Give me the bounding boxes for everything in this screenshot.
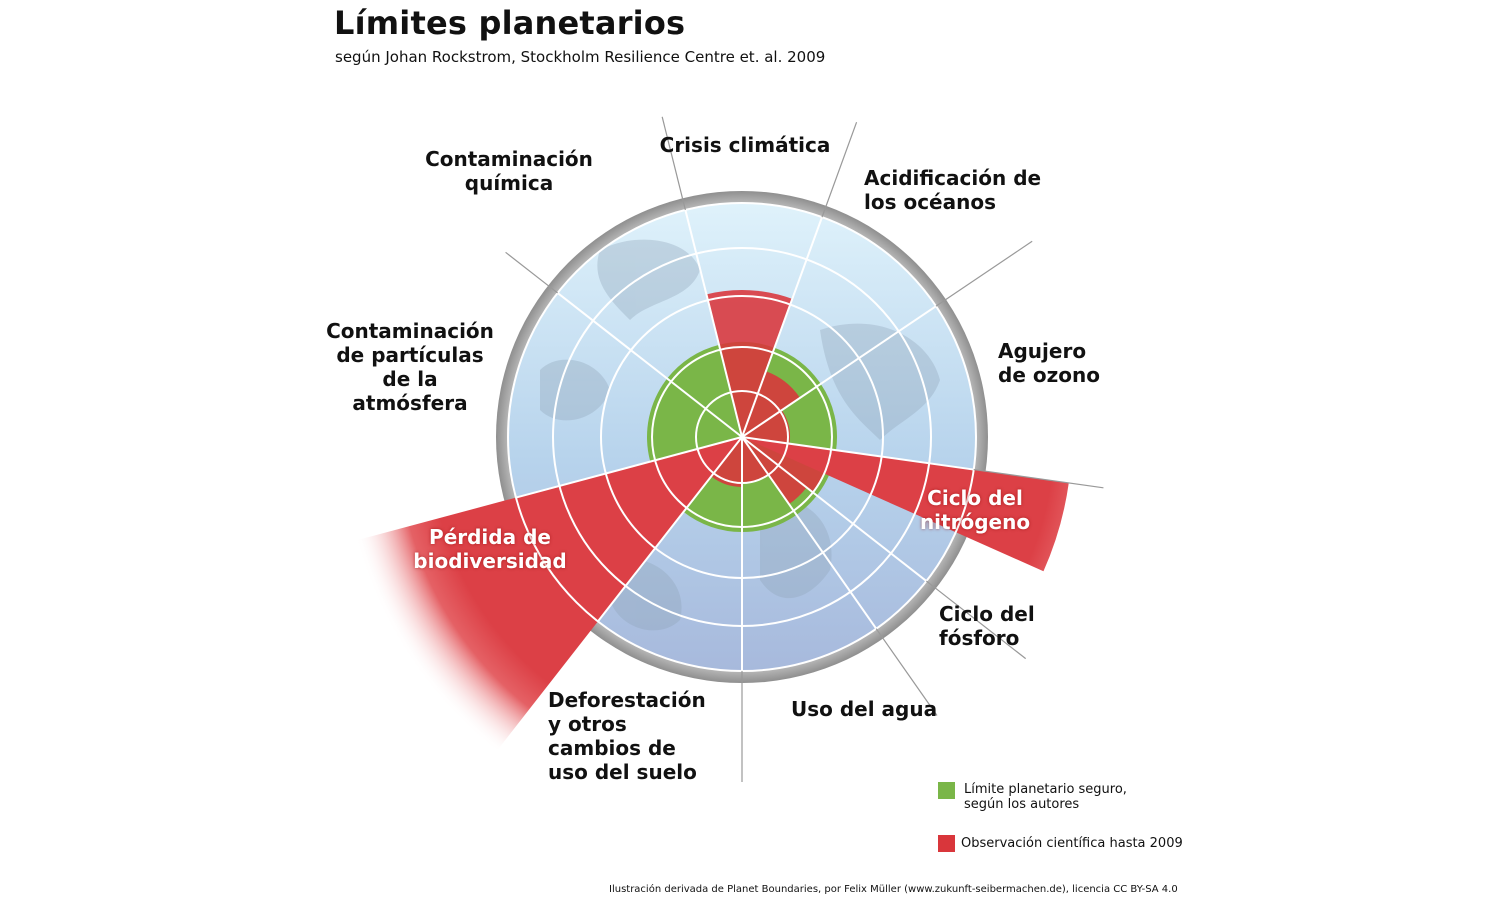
divider-inner [741, 436, 928, 582]
label-line: de partículas [336, 343, 484, 367]
legend-observed-label: Observación científica hasta 2009 [961, 836, 1183, 851]
label-uso-agua: Uso del agua [791, 697, 937, 721]
observed-wedge-nitro-overflow [742, 437, 1069, 572]
label-line: Crisis climática [659, 133, 831, 157]
divider-inner [741, 436, 878, 630]
label-ciclo-fosforo: Ciclo del fósforo [939, 602, 1035, 650]
label-line: cambios de [548, 736, 676, 760]
sector-dividers [505, 116, 1104, 782]
label-line: Pérdida de [429, 525, 551, 549]
divider-outer [875, 628, 938, 716]
legend-swatch-observed [938, 835, 955, 852]
label-crisis-climatica: Crisis climática [650, 133, 840, 157]
observed-wedge-acid [742, 371, 801, 437]
label-line: Contaminación [326, 319, 494, 343]
legend-safe-line2: según los autores [964, 797, 1080, 812]
observed-wedge-ozono [742, 410, 790, 444]
divider-outer [821, 121, 858, 218]
label-acidificacion: Acidificación de los océanos [864, 166, 1041, 214]
label-line: uso del suelo [548, 760, 697, 784]
label-contaminacion-particulas: Contaminación de partículas de la atmósf… [320, 319, 500, 415]
page-title: Límites planetarios [334, 4, 686, 42]
legend-observed: Observación científica hasta 2009 [938, 835, 1183, 852]
divider-inner [597, 436, 743, 623]
label-line: Ciclo del [939, 602, 1035, 626]
divider-outer [935, 240, 1033, 307]
divider-outer [661, 116, 686, 211]
credit-line: Ilustración derivada de Planet Boundarie… [609, 884, 1178, 895]
legend-swatch-safe [938, 782, 955, 799]
label-perdida-biodiversidad: Pérdida de biodiversidad [400, 525, 580, 573]
label-line: biodiversidad [413, 549, 567, 573]
label-line: Deforestación [548, 688, 706, 712]
label-line: nitrógeno [919, 510, 1031, 534]
observed-wedge-bio [355, 437, 742, 753]
label-line: Agujero [998, 339, 1087, 363]
label-line: fósforo [939, 626, 1020, 650]
label-deforestacion: Deforestación y otros cambios de uso del… [548, 688, 706, 784]
label-line: Ciclo del [927, 486, 1023, 510]
divider-inner [741, 305, 937, 438]
observed-wedge-suelo [711, 437, 742, 487]
label-line: de ozono [998, 363, 1100, 387]
divider-inner [741, 216, 823, 438]
label-agujero-ozono: Agujero de ozono [998, 339, 1100, 387]
label-contaminacion-quimica: Contaminación química [420, 147, 598, 195]
safe-wedge-aerosol [647, 378, 742, 462]
label-line: de la [382, 367, 438, 391]
divider-outer [505, 251, 558, 294]
divider-inner [684, 209, 743, 438]
legend-safe-line1: Límite planetario seguro, [964, 782, 1127, 797]
divider-outer [926, 580, 1027, 660]
label-line: Uso del agua [791, 697, 938, 721]
legend-safe: Límite planetario seguro, según los auto… [938, 782, 1127, 812]
observed-wedge-agua [742, 437, 769, 483]
label-line: Acidificación de [864, 166, 1042, 190]
page-subtitle: según Johan Rockstrom, Stockholm Resilie… [335, 48, 826, 66]
label-ciclo-nitrogeno: Ciclo del nitrógeno [915, 486, 1035, 534]
divider-outer [973, 468, 1104, 489]
divider-inner [515, 436, 743, 499]
label-line: atmósfera [352, 391, 468, 415]
divider-inner [556, 292, 743, 438]
label-line: Contaminación [425, 147, 593, 171]
label-line: y otros [548, 712, 627, 736]
label-line: los océanos [864, 190, 997, 214]
observed-wedge-crisis [706, 289, 793, 437]
label-line: química [464, 171, 554, 195]
divider-inner [741, 436, 974, 471]
